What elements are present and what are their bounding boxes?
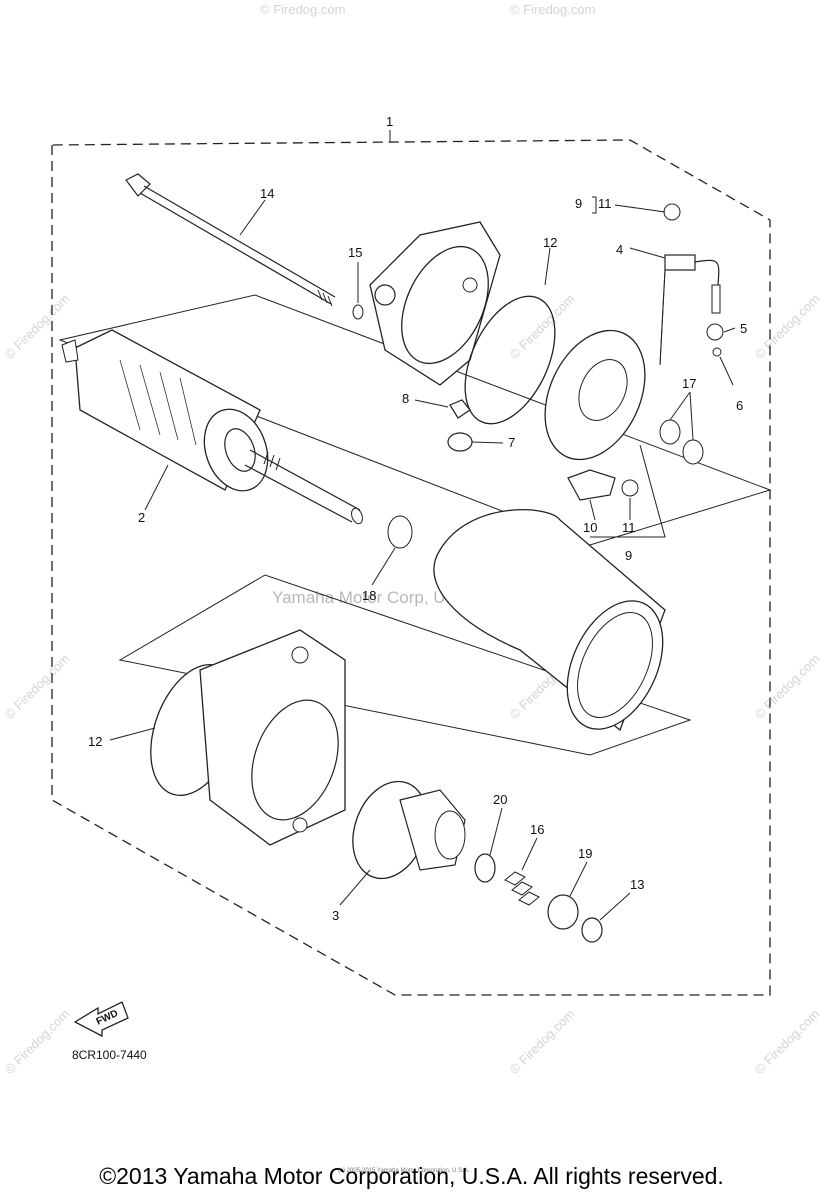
terminal-lead [659, 254, 721, 366]
watermark: © Firedog.com [2, 651, 73, 722]
watermark: © Firedog.com [752, 291, 823, 362]
callouts: 1 14 15 12 9 11 4 5 6 17 8 7 2 10 11 9 1… [88, 114, 747, 923]
callout-5: 5 [740, 321, 747, 336]
callout-12: 12 [88, 734, 102, 749]
watermark: © Firedog.com [260, 2, 345, 17]
fwd-arrow-icon: FWD [73, 1001, 129, 1038]
callout-15: 15 [348, 245, 362, 260]
o-ring-top [464, 295, 556, 425]
callout-8: 8 [402, 391, 409, 406]
watermark: © Firedog.com [507, 291, 578, 362]
watermark: © Firedog.com [510, 2, 595, 17]
callout-9: 9 [625, 548, 632, 563]
watermark: © Firedog.com [507, 1006, 578, 1077]
armature-frame [58, 294, 772, 546]
yoke-housing [433, 509, 666, 732]
fine-print: (c) 2005-2015 Yamaha Motor Corporation, … [338, 1168, 470, 1174]
leader-lines [109, 196, 736, 921]
callout-18: 18 [362, 588, 376, 603]
callout-19: 19 [578, 846, 592, 861]
callout-1: 1 [386, 114, 393, 129]
copyright-notice: ©2013 Yamaha Motor Corporation, U.S.A. A… [99, 1163, 724, 1189]
callout-11: 11 [598, 196, 612, 211]
watermark: © Firedog.com [752, 1006, 823, 1077]
through-bolt [125, 173, 336, 307]
watermark-layer: © Firedog.com © Firedog.com © Firedog.co… [2, 2, 823, 1077]
watermark-center: Yamaha Motor Corp, U.S.A. [272, 588, 482, 607]
front-cover [150, 629, 346, 846]
callout-14: 14 [260, 186, 274, 201]
callout-17: 17 [682, 376, 696, 391]
watermark: © Firedog.com [2, 291, 73, 362]
callout-6: 6 [736, 398, 743, 413]
document-code: 8CR100-7440 [72, 1048, 147, 1062]
pinion-clutch [352, 780, 466, 880]
callout-9: 9 [575, 196, 582, 211]
small-hardware [352, 203, 724, 549]
assembly-boundary [51, 139, 771, 996]
callout-7: 7 [508, 435, 515, 450]
callout-3: 3 [332, 908, 339, 923]
callout-10: 10 [583, 520, 597, 535]
watermark: © Firedog.com [2, 1006, 73, 1077]
watermark: © Firedog.com [752, 651, 823, 722]
callout-20: 20 [493, 792, 507, 807]
rear-cover [369, 221, 501, 386]
housing-frame [118, 574, 692, 756]
callout-13: 13 [630, 877, 644, 892]
callout-2: 2 [138, 510, 145, 525]
callout-16: 16 [530, 822, 544, 837]
callout-4: 4 [616, 242, 623, 257]
spring-and-collars [474, 853, 603, 943]
callout-11: 11 [622, 520, 636, 535]
callout-12: 12 [543, 235, 557, 250]
armature [61, 329, 363, 525]
brush-holder-plate [544, 329, 646, 461]
